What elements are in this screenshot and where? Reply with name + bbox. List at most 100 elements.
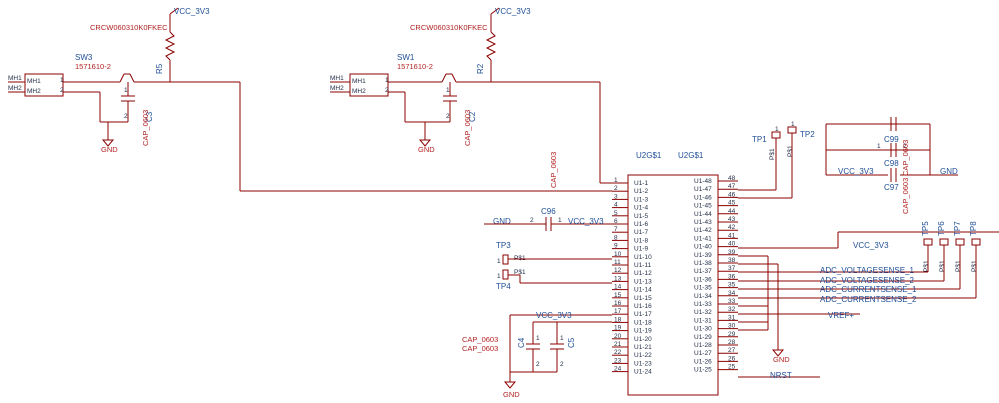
adc-net-4: ADC_CURRENTSENSE_2: [820, 295, 917, 304]
mcu-right-pin-number: 40: [728, 241, 736, 248]
gnd-symbol-1: [101, 139, 115, 147]
mcu-ref-right: U2G$1: [678, 151, 704, 160]
mcu-right-pin-name: U1-35: [694, 285, 712, 292]
mcu-right-pin-name: U1-48: [694, 178, 712, 185]
mcu-right-pin-number: 28: [728, 339, 736, 346]
tp4-pad: [502, 269, 509, 280]
mcu-left-pin-number: 14: [614, 284, 622, 291]
tp3-pin: 1: [497, 258, 501, 265]
mcu-right-pin-number: 44: [728, 208, 736, 215]
r2-value: CRCW060310K0FKEC: [410, 23, 488, 32]
mcu-right-pin-name: U1-28: [694, 342, 712, 349]
tp5: TP5 P$1: [921, 221, 933, 272]
c99-pin2: 2: [903, 143, 907, 150]
c96-pin2: 2: [530, 217, 534, 224]
mcu-right-pin-name: U1-41: [694, 235, 712, 242]
mcu-right-pin-name: U1-44: [694, 211, 712, 218]
mcu-left-pin-number: 18: [614, 316, 622, 323]
sw1-body: [349, 73, 389, 97]
r5-body: [164, 31, 176, 61]
mcu-left-pin-number: 17: [614, 308, 622, 315]
mcu-right-pin-number: 46: [728, 191, 736, 198]
gnd-label-4: GND: [773, 355, 790, 364]
sw3-pin1: 1: [60, 77, 64, 84]
mcu-right-pin-number: 25: [728, 364, 736, 371]
mcu-right-pin-number: 36: [728, 273, 736, 280]
r5-vcc: VCC_3V3: [174, 7, 210, 16]
tp8-ref: TP8: [969, 221, 978, 236]
mcu-left-pin-name: U1-4: [634, 205, 648, 212]
c97-vcc: VCC_3V3: [838, 167, 874, 176]
mcu-right-pin-name: U1-29: [694, 334, 712, 341]
c97-ref: C97: [884, 183, 899, 192]
mcu-right-pin-number: 26: [728, 355, 736, 362]
mcu-left-pin-name: U1-14: [634, 287, 652, 294]
c97-value-a: CAP_0603: [901, 178, 910, 214]
gnd-label-3: GND: [503, 390, 520, 399]
c4-c5-block: GND VCC_3V3 C4 C5 1 2 1 2 CAP_0603 CAP_0…: [462, 311, 612, 399]
sw3-block: MH1 MH2 MH1 MH2 1 2 SW3 1571610-2 GND 1 …: [8, 7, 612, 192]
mcu-right-pin-name: U1-43: [694, 219, 712, 226]
mcu-right-pin-name: U1-36: [694, 276, 712, 283]
mcu-left-pin-number: 23: [614, 357, 622, 364]
mcu-right-pin-number: 31: [728, 314, 736, 321]
c98-ref: C98: [884, 159, 899, 168]
mcu-left-pin-name: U1-12: [634, 270, 652, 277]
nrst-label: NRST: [770, 371, 792, 380]
r5-value: CRCW060310K0FKEC: [90, 23, 168, 32]
c4-ref: C4: [517, 337, 526, 348]
c4-value: CAP_0603: [462, 335, 498, 344]
mcu-right-pin-name: U1-47: [694, 186, 712, 193]
tp6-pad: [939, 238, 949, 246]
tp8-pad: [971, 238, 981, 246]
mcu-left-pin-number: 2: [614, 185, 618, 192]
mcu-right-pin-number: 48: [728, 175, 736, 182]
tp6: TP6 P$1: [937, 221, 949, 281]
c2-value: CAP_0603: [463, 110, 472, 146]
mcu-left-pin-number: 16: [614, 300, 622, 307]
mcu-left-pin-name: U1-8: [634, 237, 648, 244]
tp6-ref: TP6: [937, 221, 946, 236]
mcu-left-pin-name: U1-15: [634, 295, 652, 302]
tp7-pad-label: P$1: [955, 260, 962, 272]
mcu-right-pin-number: 42: [728, 224, 736, 231]
c99-pin1: 1: [877, 143, 881, 150]
tp3-ref: TP3: [496, 241, 511, 250]
tp1-ref: TP1: [752, 135, 767, 144]
tp5-pad-label: P$1: [923, 260, 930, 272]
sw3-ref: SW3: [75, 53, 93, 62]
tp5-tp8-block: TP5 P$1 TP6 P$1 TP7 P$1 TP8 P$1: [921, 221, 981, 298]
mcu-right-pin-number: 39: [728, 249, 736, 256]
mcu-left-pin-name: U1-3: [634, 196, 648, 203]
c3-value: CAP_0603: [141, 110, 150, 146]
tp7: TP7 P$1: [953, 221, 965, 289]
sw1-mh1-inner: MH1: [352, 78, 366, 85]
mcu-right-pin-number: 37: [728, 265, 736, 272]
mcu-right-pin-name: U1-33: [694, 301, 712, 308]
c5-ref: C5: [567, 337, 576, 348]
vcc-right-label: VCC_3V3: [853, 241, 889, 250]
mcu-left-pin-number: 19: [614, 325, 622, 332]
tp2-ref: TP2: [800, 130, 815, 139]
mcu-right-pin-name: U1-27: [694, 350, 712, 357]
mcu-left-pin-name: U1-10: [634, 254, 652, 261]
mcu-left-pin-name: U1-1: [634, 180, 648, 187]
mcu-right-pin-number: 34: [728, 290, 736, 297]
gnd-label-1: GND: [101, 145, 118, 154]
mcu-left-pin-name: U1-6: [634, 221, 648, 228]
mcu-left-pin-number: 6: [614, 218, 618, 225]
mcu-right-pin-number: 29: [728, 331, 736, 338]
tp3-tp4-block: TP3 1 P$1 1 P$1 TP4: [496, 241, 612, 291]
mcu-left-pin-number: 5: [614, 210, 618, 217]
mcu-right-pin-number: 33: [728, 298, 736, 305]
mcu-right-pin-name: U1-32: [694, 309, 712, 316]
mcu-right-pins: 48U1-4847U1-4746U1-4645U1-4544U1-4443U1-…: [694, 175, 738, 374]
mcu-right-pin-name: U1-46: [694, 194, 712, 201]
mcu-left-pin-name: U1-23: [634, 360, 652, 367]
mcu-right-pin-number: 41: [728, 232, 736, 239]
tp5-ref: TP5: [921, 221, 930, 236]
tp3-pad: [502, 254, 509, 265]
mcu-right-pin-name: U1-38: [694, 260, 712, 267]
r2-vcc: VCC_3V3: [495, 7, 531, 16]
